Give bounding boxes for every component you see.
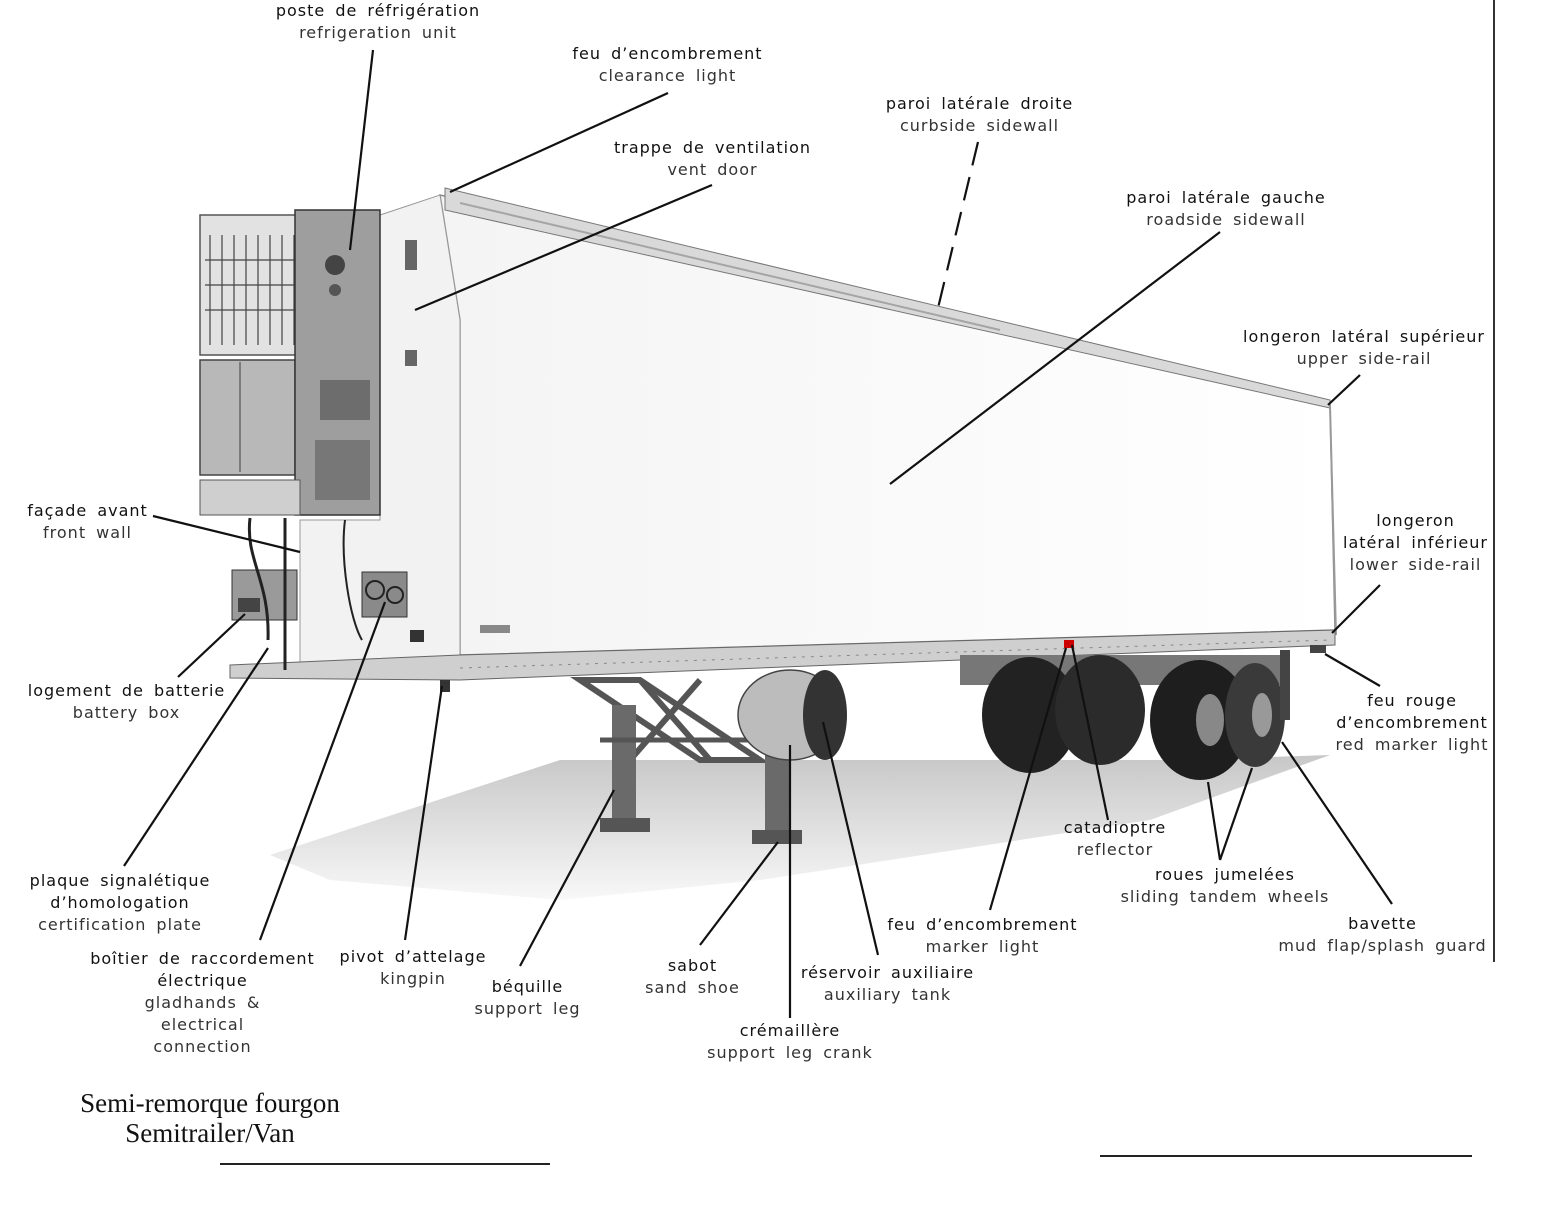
leader-battery-box <box>177 613 246 678</box>
title-underline <box>220 1163 550 1165</box>
lower-side-rail <box>229 629 1336 681</box>
ground-shadow <box>270 755 1330 900</box>
leader-curbside-sidewall <box>936 141 980 309</box>
leader-mud-flap <box>1281 741 1393 905</box>
refrigeration-unit-drawing <box>199 209 381 516</box>
leader-tandem-wheels-2 <box>1218 767 1254 861</box>
leader-clearance-light <box>449 91 669 194</box>
label-kingpin: pivot d’attelage kingpin <box>339 947 487 988</box>
leader-certification-plate <box>123 647 269 867</box>
leader-gladhands <box>258 601 387 941</box>
leader-front-wall <box>152 514 301 554</box>
leader-upper-side-rail <box>1327 374 1361 406</box>
label-sand-shoe: sabot sand shoe <box>645 956 740 997</box>
leader-vent-door <box>414 183 713 312</box>
leader-lower-side-rail <box>1331 584 1381 634</box>
right-rule <box>1100 1155 1472 1157</box>
label-roadside-sidewall: paroi latérale gauche roadside sidewall <box>1126 188 1326 229</box>
battery-box-drawing <box>231 517 298 670</box>
label-vent-door: trappe de ventilation vent door <box>613 138 812 179</box>
leader-roadside-sidewall <box>889 231 1221 485</box>
title-english: Semitrailer/Van <box>125 1118 295 1148</box>
leader-sand-shoe <box>699 841 779 946</box>
leader-kingpin <box>403 685 444 941</box>
label-auxiliary-tank: réservoir auxiliaire auxiliary tank <box>800 963 975 1004</box>
label-support-leg: béquille support leg <box>474 977 581 1018</box>
label-upper-side-rail: longeron latéral supérieur upper side-ra… <box>1243 327 1485 368</box>
leader-auxiliary-tank <box>821 721 880 956</box>
label-mud-flap: bavette mud flap/splash guard <box>1278 914 1487 955</box>
label-lower-side-rail: longeron latéral inférieur lower side-ra… <box>1343 511 1488 574</box>
leader-red-marker-light <box>1324 653 1381 687</box>
label-battery-box: logement de batterie battery box <box>27 681 226 722</box>
title-french: Semi-remorque fourgon <box>80 1088 340 1118</box>
leader-support-leg <box>519 789 615 967</box>
label-marker-light: feu d’encombrement marker light <box>887 915 1078 956</box>
label-front-wall: façade avant front wall <box>27 501 148 542</box>
trailer-sidewall <box>439 194 1336 656</box>
leader-tandem-wheels-1 <box>1206 781 1222 861</box>
label-support-leg-crank: crémaillère support leg crank <box>707 1021 873 1062</box>
leader-refrigeration-unit <box>348 49 375 251</box>
leader-reflector <box>1070 644 1110 821</box>
diagram-title: Semi-remorque fourgon Semitrailer/Van <box>40 1088 380 1148</box>
auxiliary-tank-drawing <box>737 669 847 761</box>
label-red-marker-light: feu rouge d’encombrement red marker ligh… <box>1335 691 1489 754</box>
label-tandem-wheels: roues jumelées sliding tandem wheels <box>1120 865 1330 906</box>
label-gladhands: boîtier de raccordement électrique gladh… <box>90 949 315 1056</box>
page-edge-right <box>1493 0 1495 962</box>
label-certification-plate: plaque signalétique d’homologation certi… <box>29 871 211 934</box>
label-clearance-light: feu d’encombrement clearance light <box>572 44 763 85</box>
label-curbside-sidewall: paroi latérale droite curbside sidewall <box>885 94 1074 135</box>
gladhands-drawing <box>342 519 424 642</box>
leader-marker-light <box>988 647 1068 911</box>
label-reflector: catadioptre reflector <box>1063 818 1167 859</box>
label-refrigeration-unit: poste de réfrigération refrigeration uni… <box>275 1 481 42</box>
